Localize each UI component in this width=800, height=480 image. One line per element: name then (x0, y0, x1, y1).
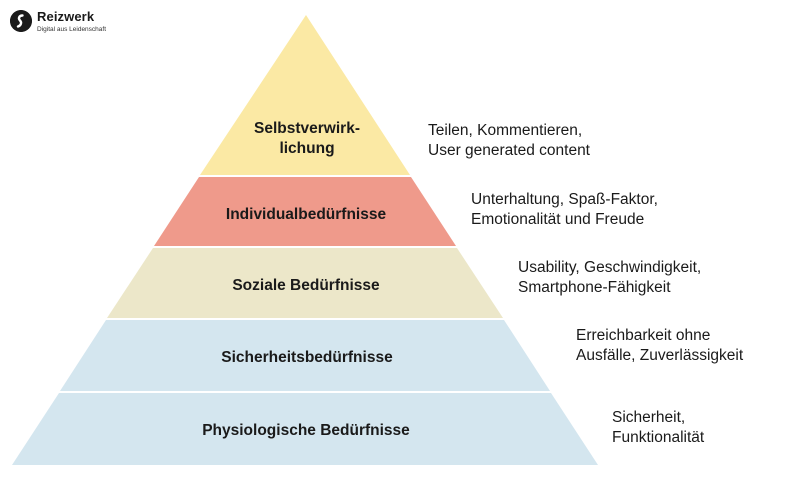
reizwerk-logo-icon (10, 10, 32, 32)
description-line: Funktionalität (612, 429, 705, 446)
level-selbstverwirklichung-label-line-2: lichung (279, 140, 334, 157)
level-physiologisch-shape (12, 393, 598, 465)
description-line: Emotionalität und Freude (471, 211, 645, 228)
brand-tagline: Digital aus Leidenschaft (37, 26, 107, 33)
brand-logo: Reizwerk Digital aus Leidenschaft (10, 10, 106, 34)
level-physiologisch-label: Physiologische Bedürfnisse (202, 422, 410, 439)
level-individual-description: Unterhaltung, Spaß-Faktor, Emotionalität… (471, 190, 658, 230)
brand-text: Reizwerk Digital aus Leidenschaft (37, 10, 106, 34)
level-sicherheit-description: Erreichbarkeit ohne Ausfälle, Zuverlässi… (576, 326, 743, 366)
level-soziale-label: Soziale Bedürfnisse (232, 277, 380, 294)
level-sicherheit-label: Sicherheitsbedürfnisse (221, 349, 393, 366)
level-individual-shape (154, 177, 456, 246)
description-line: Smartphone-Fähigkeit (518, 279, 671, 296)
brand-name: Reizwerk (37, 9, 95, 24)
level-soziale-shape (107, 248, 503, 318)
level-selbstverwirklichung-label-line-1: Selbstverwirk- (254, 120, 360, 137)
description-line: Usability, Geschwindigkeit, (518, 259, 702, 276)
description-line: User generated content (428, 142, 590, 159)
level-sicherheit-shape (60, 320, 550, 391)
description-line: Unterhaltung, Spaß-Faktor, (471, 191, 658, 208)
level-physiologisch-description: Sicherheit, Funktionalität (612, 408, 704, 448)
description-line: Sicherheit, (612, 409, 686, 426)
level-soziale-description: Usability, Geschwindigkeit, Smartphone-F… (518, 258, 701, 298)
level-individual-label: Individualbedürfnisse (226, 206, 387, 223)
description-line: Erreichbarkeit ohne (576, 327, 711, 344)
level-selbstverwirklichung-shape (200, 15, 410, 175)
description-line: Teilen, Kommentieren, (428, 122, 583, 139)
description-line: Ausfälle, Zuverlässigkeit (576, 347, 744, 364)
level-selbstverwirklichung-description: Teilen, Kommentieren, User generated con… (428, 121, 590, 161)
